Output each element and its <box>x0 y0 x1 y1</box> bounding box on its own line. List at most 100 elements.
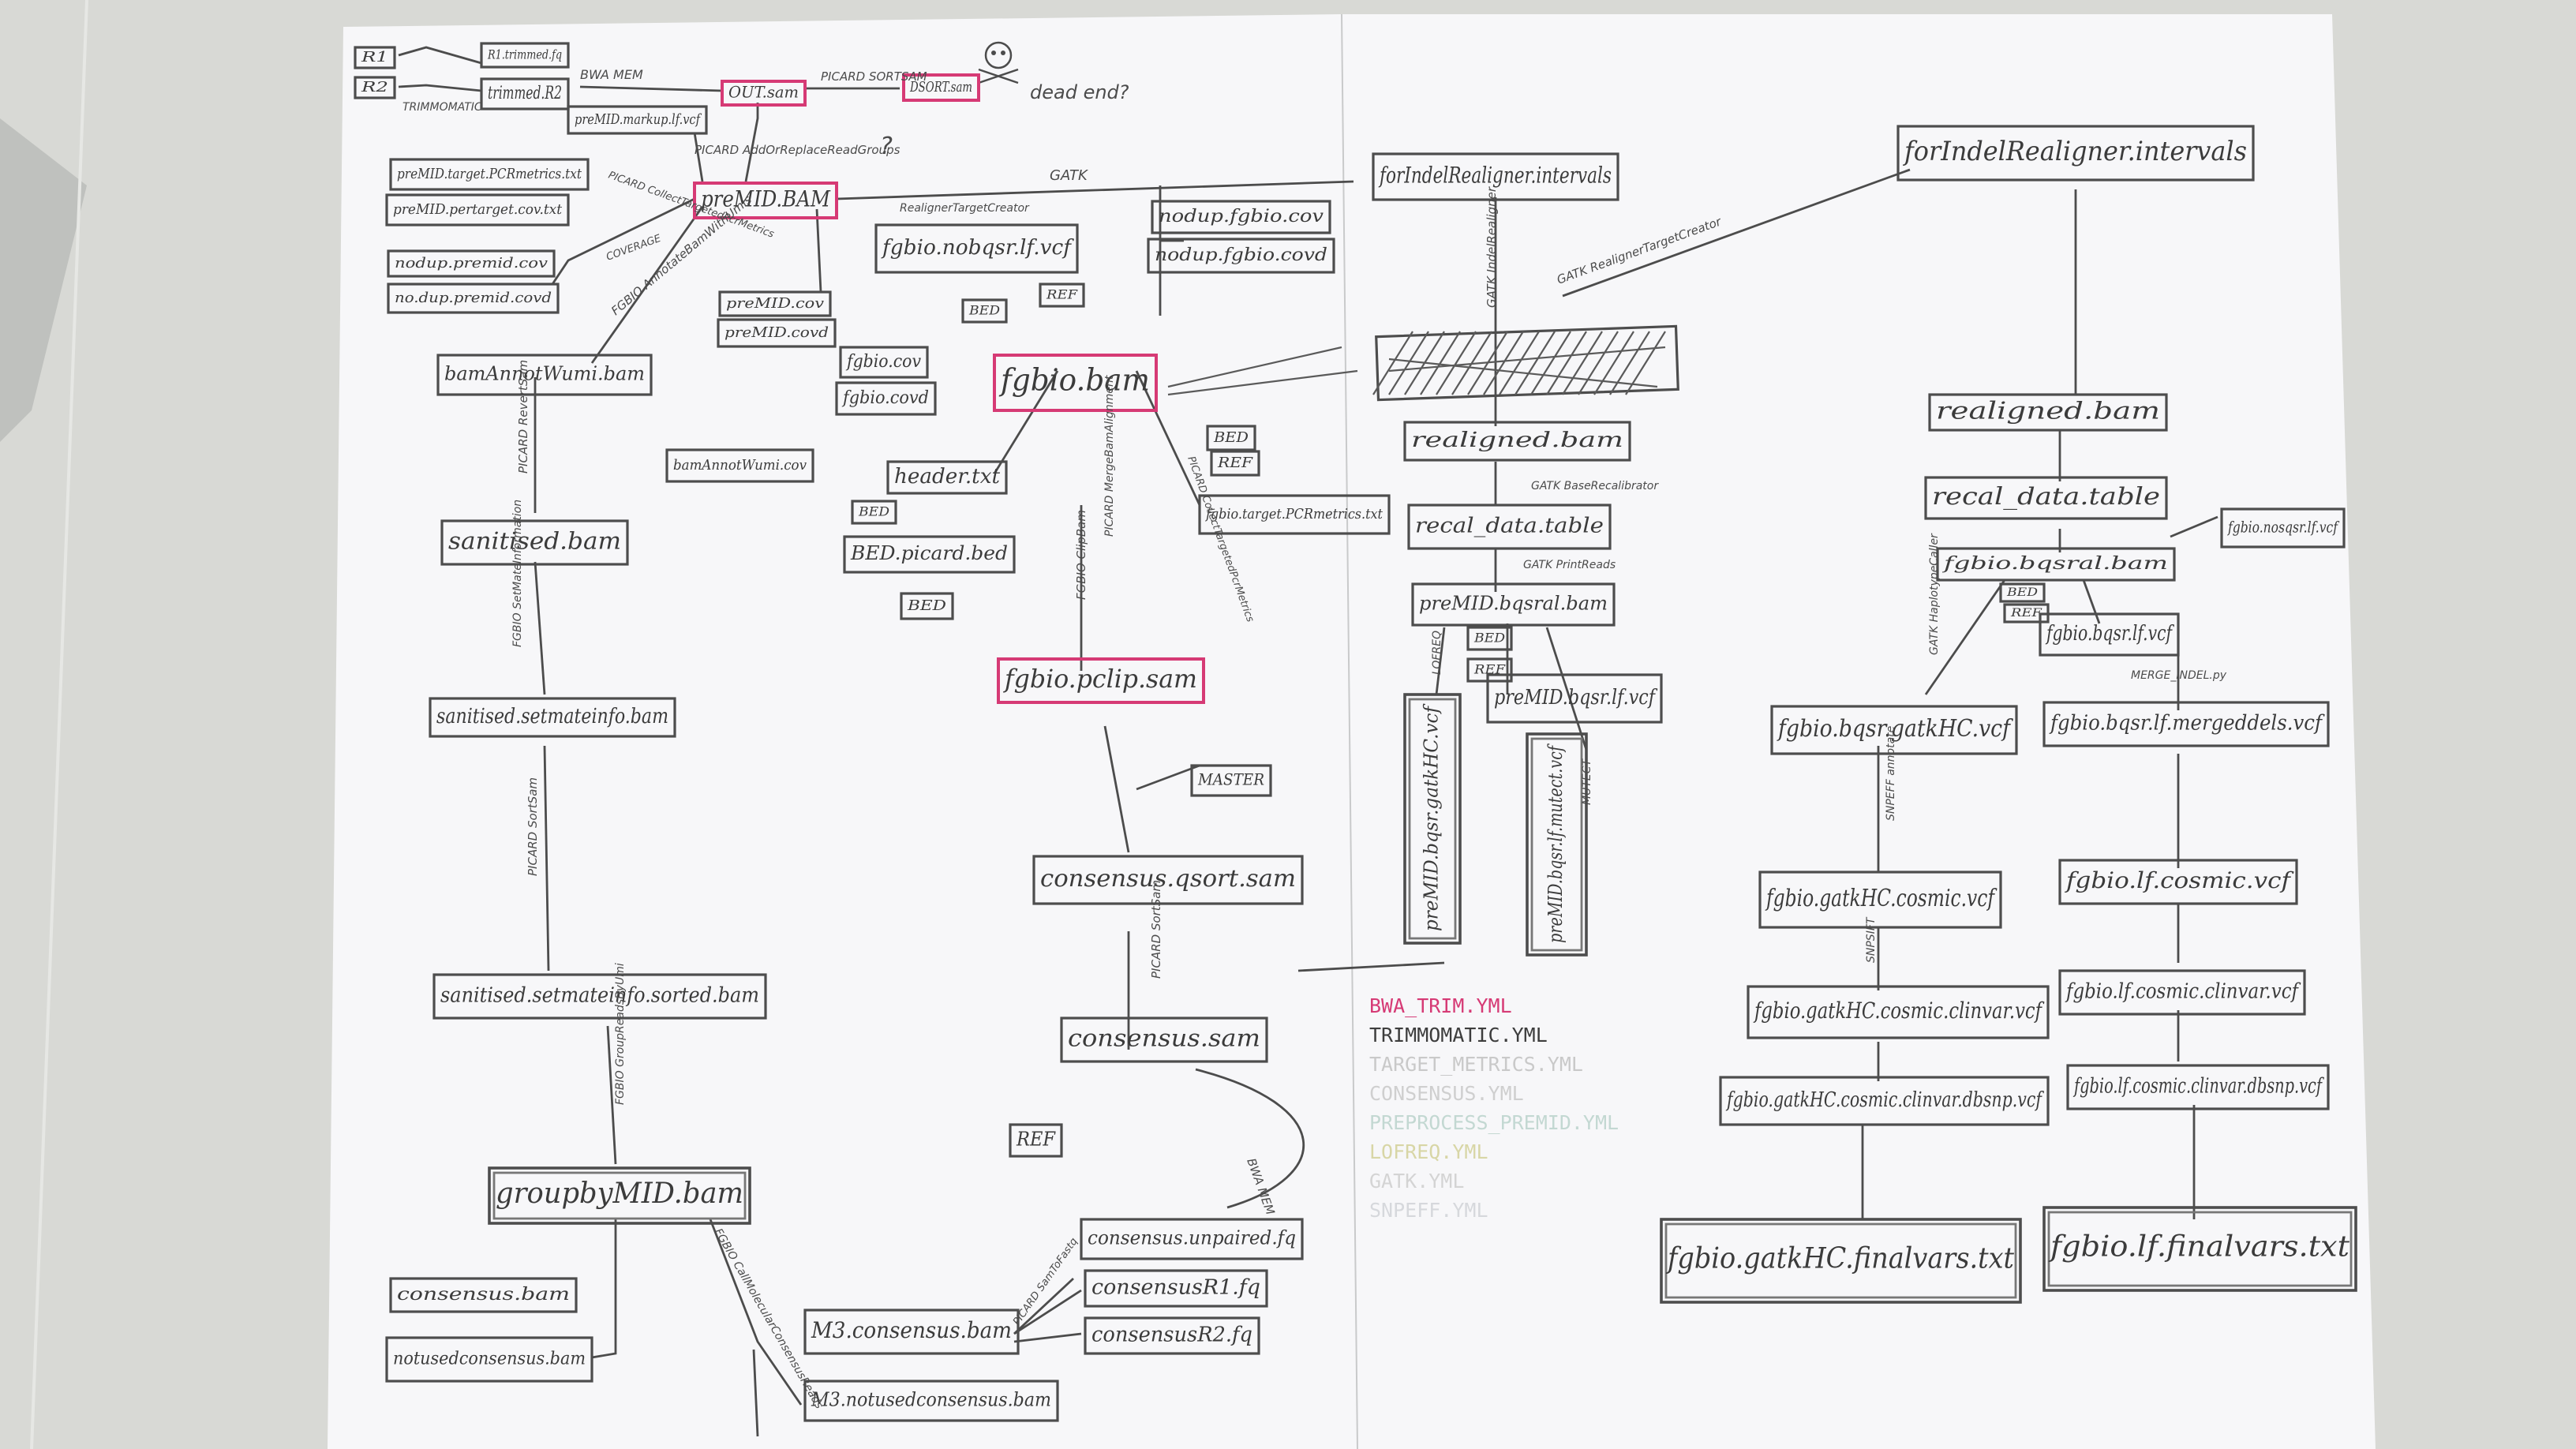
node-bam-annot-cov: bamAnnotWumi.cov <box>665 448 814 483</box>
node-label: BED.picard.bed <box>850 542 1008 564</box>
edge-label-realigner-target: RealignerTargetCreator <box>900 202 1030 215</box>
node-bed-f: BED <box>1999 582 2046 603</box>
node-nodup-premid-cov: nodup.premid.cov <box>387 249 556 278</box>
node-ref-e: REF <box>2003 603 2050 623</box>
node-inner-box <box>1530 737 1583 952</box>
edge-label-snpsift: SNPSIFT <box>1865 916 1878 963</box>
yaml-gatk: GATK.YML <box>1369 1170 1464 1193</box>
node-realigned-left: realigned.bam <box>1403 421 1631 462</box>
node-box <box>717 318 837 348</box>
node-box <box>1411 582 1616 627</box>
edge-label-fgbio-clip: FGBIO ClipBam <box>1074 510 1088 600</box>
node-label: consensusR2.fq <box>1091 1324 1252 1347</box>
node-dsort-sam: DSORT.sam <box>902 73 980 102</box>
node-box <box>1407 504 1612 550</box>
node-box <box>851 500 897 525</box>
node-fgbio-gatkhc-final: fgbio.gatkHC.finalvars.txt <box>1660 1218 2022 1304</box>
node-label: fgbio.nobqsr.lf.vcf <box>881 236 1074 260</box>
edge-label-fgbio-setmate: FGBIO SetMateInformation <box>511 500 524 647</box>
node-sanitised-bam: sanitised.bam <box>440 519 629 566</box>
edge-label-picard-add: PICARD AddOrReplaceReadGroups <box>695 143 900 157</box>
node-label: BED <box>2006 586 2038 599</box>
node-fgbio-gatkhc-dbsnp: fgbio.gatkHC.cosmic.clinvar.dbsnp.vcf <box>1719 1076 2050 1126</box>
edge-label-gatk-top: GATK <box>1050 167 1088 184</box>
right-sheet <box>1342 14 2376 1449</box>
node-label: sanitised.bam <box>448 528 621 556</box>
node-forindel-left: forIndelRealigner.intervals <box>1372 152 1619 201</box>
node-label: R1 <box>361 49 388 66</box>
node-m3-notused: M3.notusedconsensus.bam <box>803 1380 1059 1422</box>
node-fgbio-gatkhc-clinvar: fgbio.gatkHC.cosmic.clinvar.vcf <box>1747 985 2050 1039</box>
edge-label-question: ? <box>880 133 893 160</box>
node-label: fgbio.bqsr.gatkHC.vcf <box>1777 715 2013 743</box>
node-label: preMID.covd <box>724 324 829 341</box>
node-label: fgbio.lf.cosmic.vcf <box>2065 867 2294 893</box>
node-premid-pertarget: preMID.pertarget.cov.txt <box>385 193 570 227</box>
node-box <box>886 460 1008 495</box>
node-label: fgbio.target.PCRmetrics.txt <box>1204 506 1383 522</box>
node-box <box>1084 1269 1268 1308</box>
node-inner-box <box>1408 698 1457 940</box>
edge-label-picard-mergebam: PICARD MergeBamAlignment <box>1103 375 1116 537</box>
edge-label-picard-sortsam2: PICARD SortSam <box>526 777 540 876</box>
node-box <box>803 1309 1020 1355</box>
node-box <box>480 42 570 69</box>
node-box <box>1466 657 1513 683</box>
node-box <box>693 182 838 219</box>
yaml-bwa-trim: BWA_TRIM.YML <box>1369 994 1512 1017</box>
node-label: fgbio.gatkHC.finalvars.txt <box>1665 1243 2014 1275</box>
node-label: M3.consensus.bam <box>811 1317 1012 1343</box>
node-premid-markup: preMID.markup.lf.vcf <box>567 105 708 135</box>
node-consensus-r2: consensusR2.fq <box>1084 1316 1260 1355</box>
node-label: realigned.bam <box>1411 429 1623 452</box>
node-label: consensus.sam <box>1068 1025 1260 1053</box>
node-fgbio-pclip: fgbio.pclip.sam <box>997 657 1205 704</box>
node-ref-a: REF <box>1009 1123 1063 1158</box>
node-label: trimmed.R2 <box>488 84 562 103</box>
node-label: notusedconsensus.bam <box>393 1350 586 1369</box>
node-inner-box <box>2047 1211 2353 1287</box>
yaml-consensus: CONSENSUS.YML <box>1369 1082 1524 1105</box>
node-label: OUT.sam <box>728 83 799 102</box>
node-inner-box <box>492 1171 747 1220</box>
node-box <box>2042 1206 2357 1292</box>
node-label: fgbio.gatkHC.cosmic.vcf <box>1765 885 1997 912</box>
node-box <box>1758 871 2002 929</box>
node-label: REF <box>1217 455 1254 471</box>
node-ref-c: REF <box>1210 450 1260 477</box>
node-bed-c: BED <box>1206 425 1256 451</box>
edge-label-picard-sortsam3: PICARD SortSam <box>1149 880 1163 979</box>
node-premid-bam: preMID.BAM <box>693 182 838 219</box>
node-premid-cov: preMID.cov <box>718 290 832 317</box>
node-label: M3.notusedconsensus.bam <box>811 1389 1051 1411</box>
node-premid-target-metrics: preMID.target.PCRmetrics.txt <box>389 158 590 191</box>
node-box <box>387 283 560 314</box>
node-box <box>1198 494 1391 535</box>
node-box <box>354 46 396 69</box>
left-sheet <box>328 14 1357 1449</box>
node-label: bamAnnotWumi.bam <box>444 363 645 385</box>
node-box <box>1660 1218 2022 1304</box>
node-master: MASTER <box>1190 764 1272 797</box>
node-box <box>567 105 708 135</box>
node-label: bamAnnotWumi.cov <box>673 457 807 474</box>
node-box <box>803 1380 1059 1422</box>
node-box <box>1526 732 1588 957</box>
node-box <box>2003 603 2050 623</box>
node-notused-consensus: notusedconsensus.bam <box>385 1336 593 1383</box>
node-header-txt: header.txt <box>886 460 1008 495</box>
edge-label-picard-revertsam: PICARD RevertSam <box>516 360 530 474</box>
edge-label-gatk-bqsr: GATK BaseRecalibrator <box>1531 480 1659 492</box>
sheet-divider <box>1341 13 1358 1449</box>
node-consensus-r1: consensusR1.fq <box>1084 1269 1268 1308</box>
node-label: groupbyMID.bam <box>496 1178 743 1210</box>
node-box <box>385 193 570 227</box>
node-label: preMID.bqsral.bam <box>1419 593 1608 615</box>
node-box <box>488 1166 751 1225</box>
node-box <box>387 249 556 278</box>
node-label: realigned.bam <box>1936 398 2160 425</box>
node-bed-e: BED <box>1466 626 1513 651</box>
node-r1: R1 <box>354 46 396 69</box>
node-label: fgbio.lf.finalvars.txt <box>2048 1231 2350 1264</box>
node-label: DSORT.sam <box>909 79 972 95</box>
